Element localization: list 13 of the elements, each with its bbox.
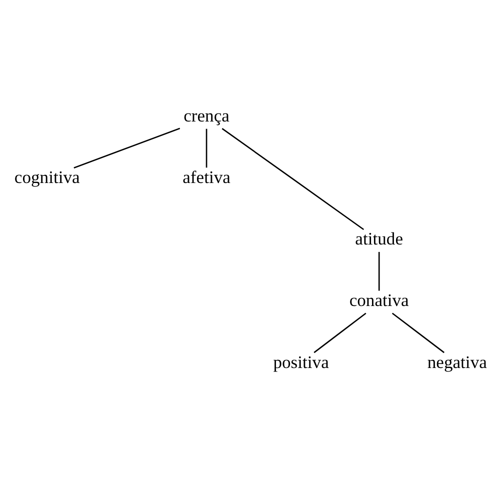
connector: [206, 128, 208, 168]
node-text: crença: [184, 106, 230, 126]
node-text: atitude: [355, 228, 404, 249]
connector: [392, 312, 444, 354]
node-text: afetiva: [182, 167, 230, 188]
node-text: cognitiva: [14, 167, 80, 188]
connector: [314, 312, 366, 354]
node-text: negativa: [427, 352, 487, 372]
node-text: conativa: [349, 290, 409, 310]
node-text: positiva: [273, 352, 329, 372]
connector: [74, 128, 180, 168]
connector: [222, 128, 364, 230]
connector: [378, 252, 380, 291]
